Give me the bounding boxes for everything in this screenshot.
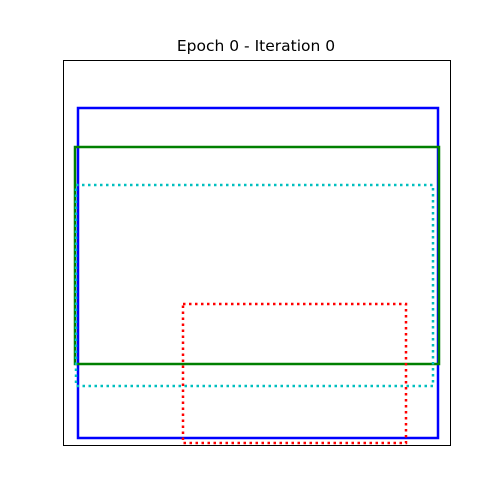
figure-title: Epoch 0 - Iteration 0 [176, 37, 336, 55]
green-box [73, 145, 441, 366]
blue-box [76, 106, 440, 440]
axes-frame [63, 60, 451, 446]
red-box [181, 302, 408, 445]
cyan-box [74, 183, 435, 388]
